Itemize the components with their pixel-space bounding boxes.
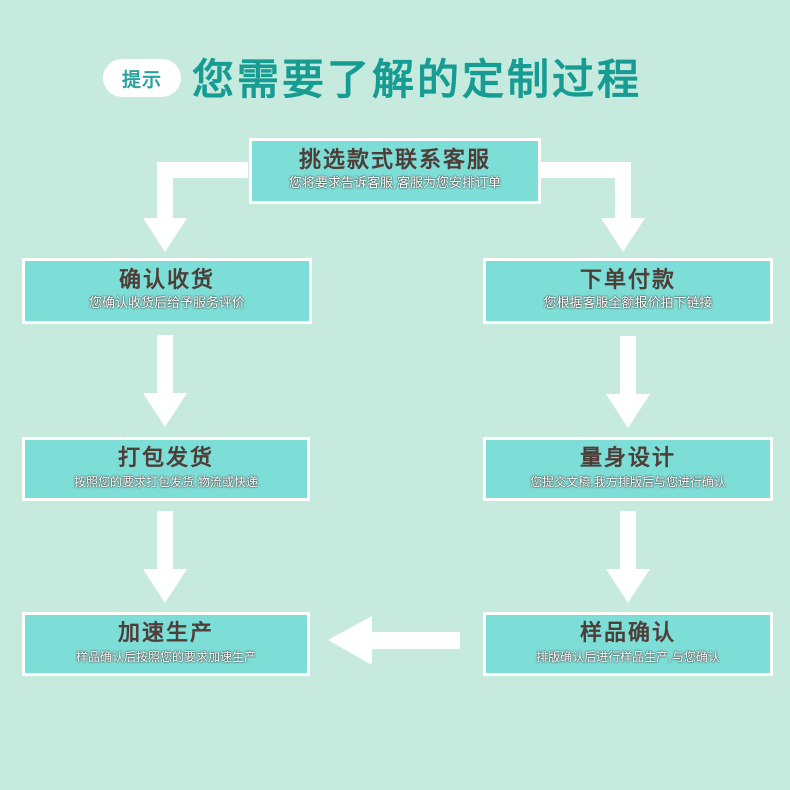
step-produce-desc: 样品确认后按照您的要求加速生产 [75, 650, 256, 664]
step-sample-desc: 排版确认后进行样品生产,与您确认 [536, 650, 720, 664]
step-ship-title: 打包发货 [117, 445, 214, 471]
step-select: 挑选款式联系客服 您将要求告诉客服,客服为您安排订单 [249, 138, 541, 204]
arrow-design-to-sample [606, 511, 650, 603]
arrow-receive-to-ship [143, 335, 187, 427]
page-title: 您需要了解的定制过程 [192, 55, 643, 104]
step-receive-title: 确认收货 [118, 267, 215, 293]
step-design-title: 量身设计 [579, 445, 676, 471]
step-produce: 加速生产 样品确认后按照您的要求加速生产 [22, 612, 310, 676]
arrow-select-to-receive [143, 162, 248, 252]
arrow-pay-to-design [606, 336, 650, 428]
step-pay: 下单付款 您根据客服全额报价拍下链接 [483, 258, 773, 324]
step-ship: 打包发货 按照您的要求打包发货,物流或快递 [22, 437, 310, 501]
step-select-desc: 您将要求告诉客服,客服为您安排订单 [288, 176, 502, 191]
step-pay-desc: 您根据客服全额报价拍下链接 [543, 296, 713, 311]
step-design: 量身设计 您提交文稿,我方排版后与您进行确认 [483, 437, 773, 501]
step-design-desc: 您提交文稿,我方排版后与您进行确认 [530, 475, 726, 489]
step-produce-title: 加速生产 [117, 620, 214, 646]
step-pay-title: 下单付款 [579, 267, 676, 293]
step-select-title: 挑选款式联系客服 [298, 147, 491, 173]
arrow-sample-to-produce [328, 616, 460, 665]
arrow-ship-to-produce [143, 511, 187, 603]
step-receive-desc: 您确认收货后给予服务评价 [88, 296, 245, 311]
step-receive: 确认收货 您确认收货后给予服务评价 [22, 258, 312, 324]
arrow-select-to-pay [540, 162, 645, 252]
step-sample-title: 样品确认 [579, 620, 676, 646]
tip-badge: 提示 [103, 59, 181, 97]
header: 提示 您需要了解的定制过程 [0, 40, 790, 110]
step-sample: 样品确认 排版确认后进行样品生产,与您确认 [483, 612, 773, 676]
step-ship-desc: 按照您的要求打包发货,物流或快递 [74, 475, 258, 489]
